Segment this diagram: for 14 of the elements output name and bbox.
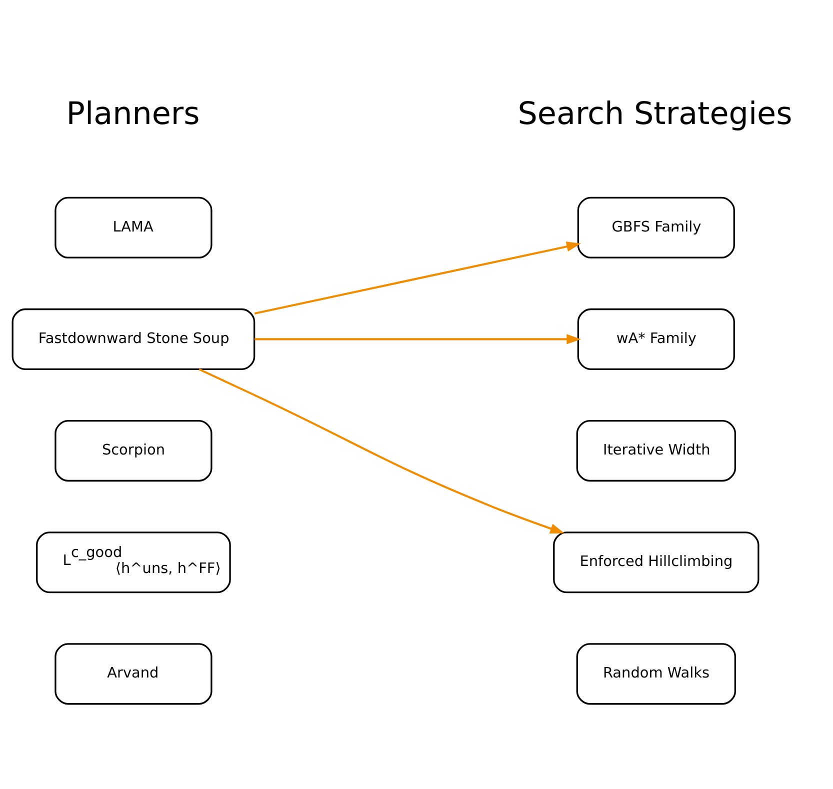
label: Search Strategies — [518, 95, 792, 132]
arrow — [254, 241, 582, 314]
node-box: wA* Family — [577, 308, 735, 370]
arrow — [198, 368, 565, 533]
node-box: Arvand — [54, 642, 212, 704]
node-box: Enforced Hillclimbing — [553, 531, 760, 593]
label: Planners — [66, 95, 200, 132]
node-box: Fastdownward Stone Soup — [12, 308, 256, 370]
node-box: Iterative Width — [576, 420, 736, 482]
node-box: LAMA — [54, 196, 212, 258]
node-box: Scorpion — [54, 420, 212, 482]
node-box: Random Walks — [576, 642, 736, 704]
arrow — [254, 334, 582, 344]
node-box: GBFS Family — [577, 196, 735, 258]
